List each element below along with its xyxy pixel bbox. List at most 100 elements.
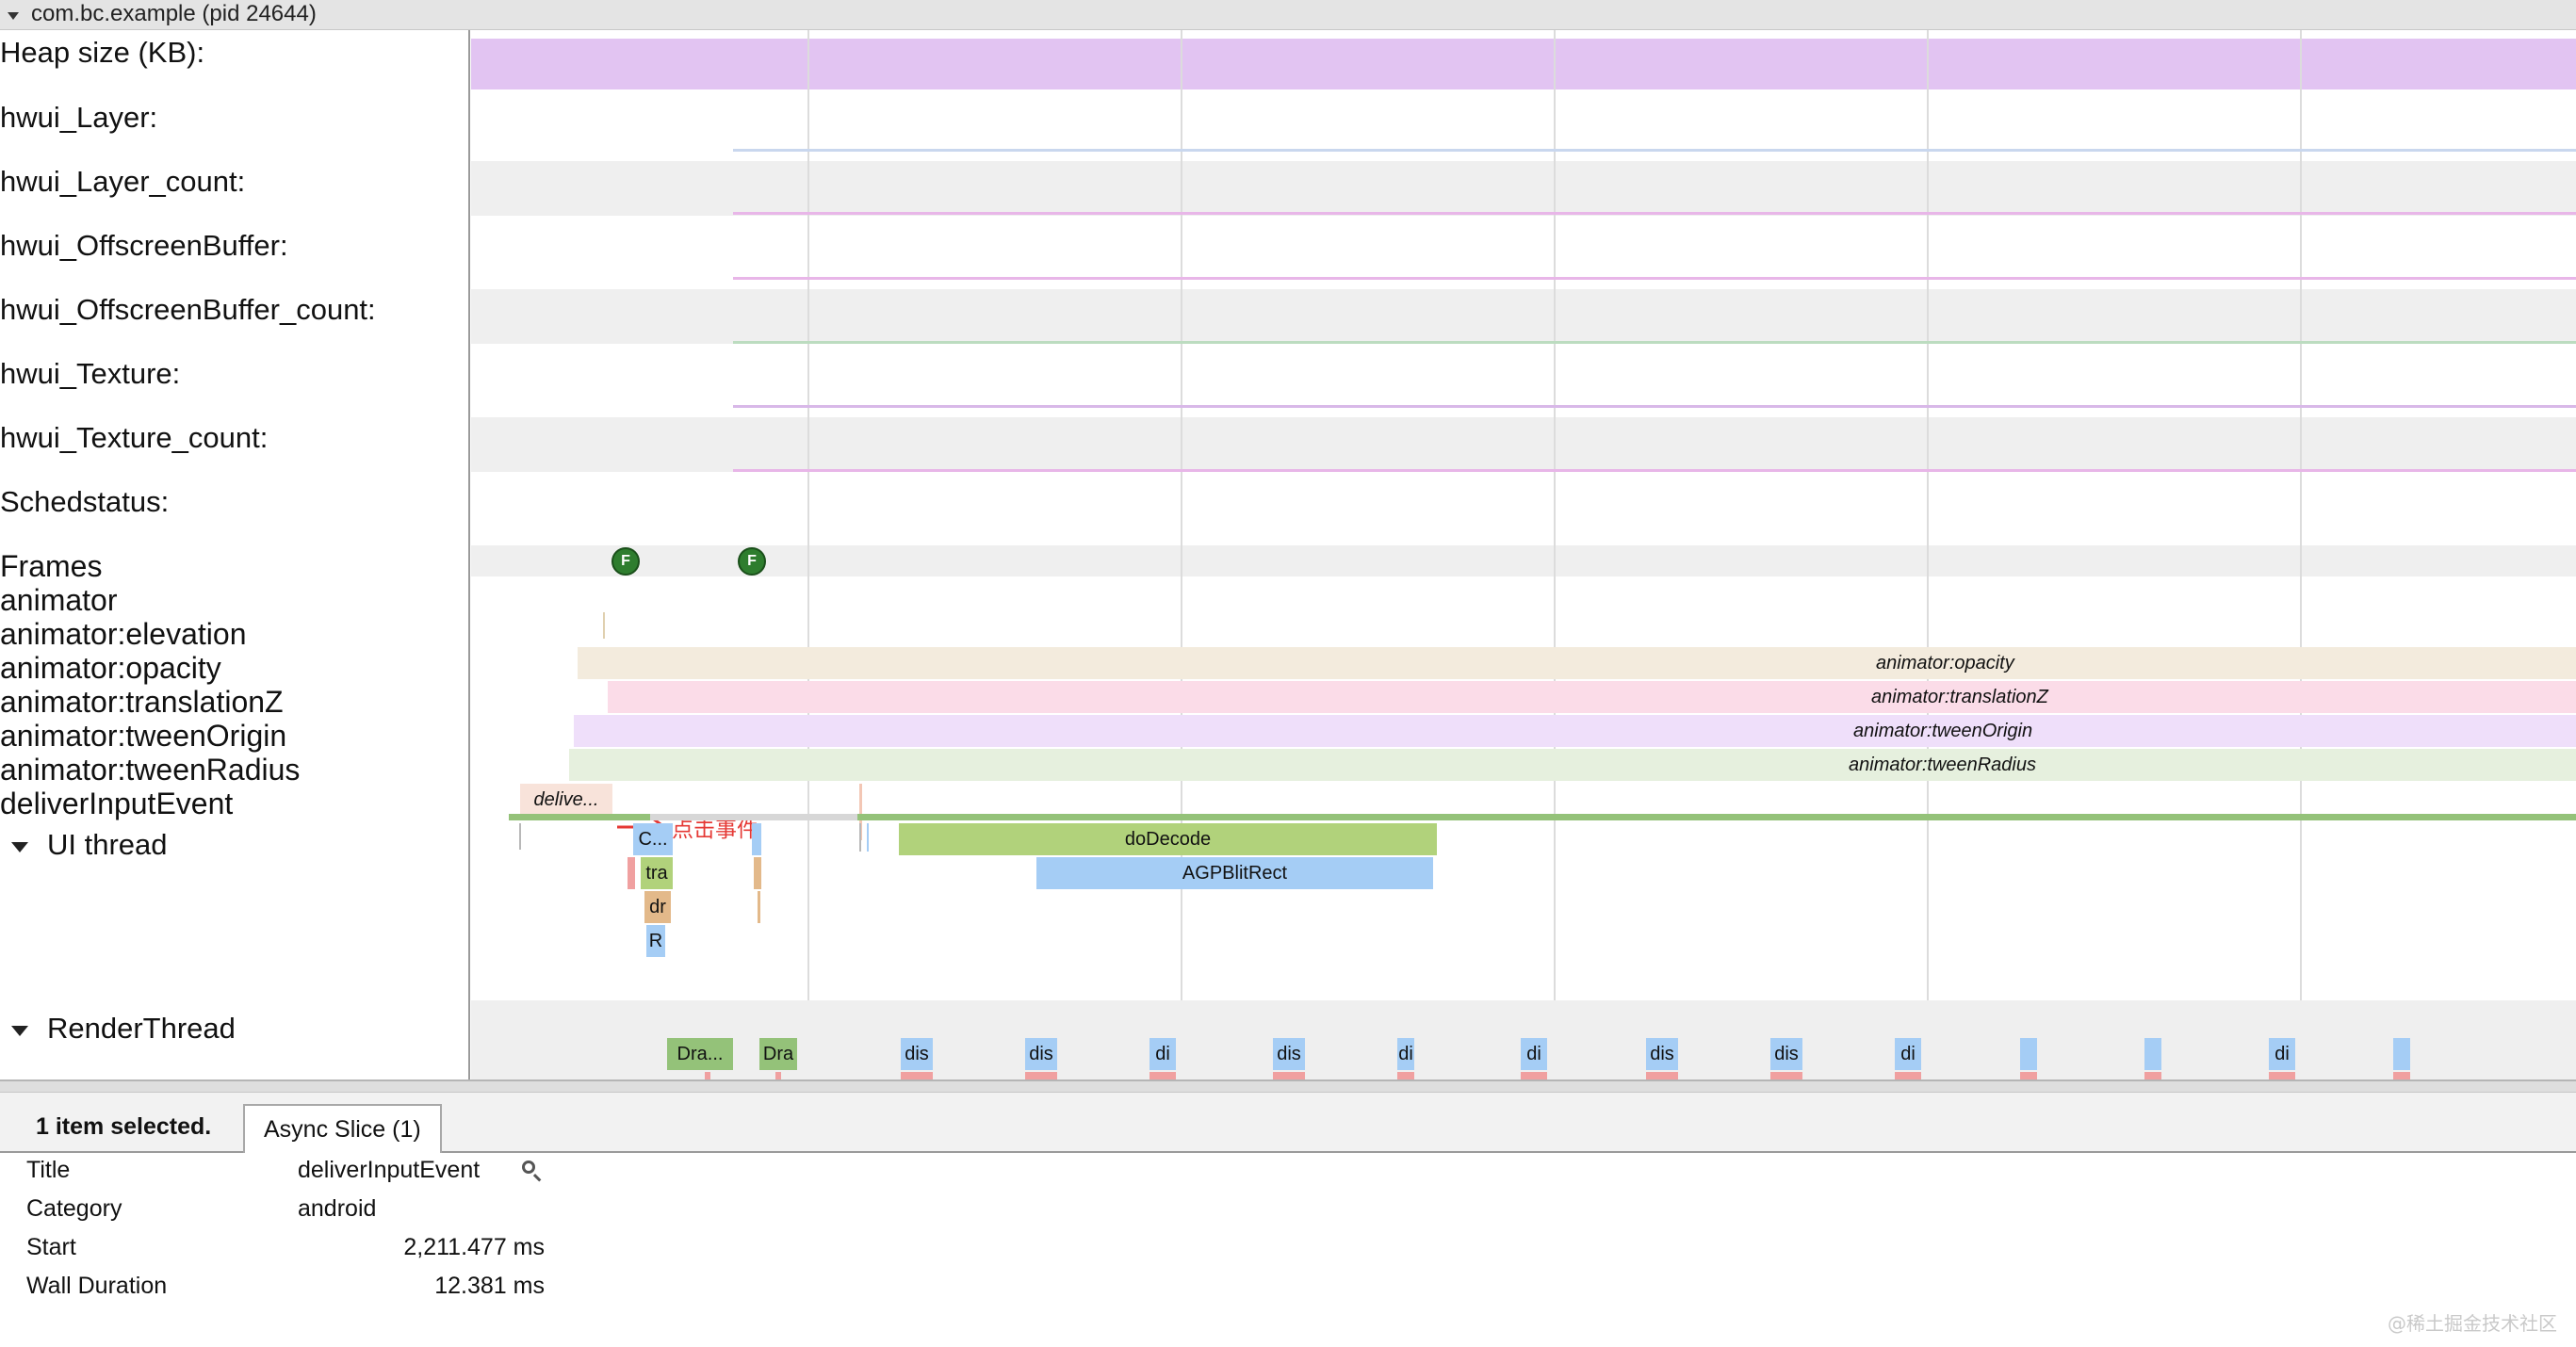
track-label-hwui-offscreen-count: hwui_OffscreenBuffer_count: — [0, 293, 376, 326]
slice-rt-dispatch[interactable] — [2144, 1038, 2161, 1070]
details-panel: Title deliverInputEvent Category android… — [0, 1153, 2576, 1347]
search-icon[interactable] — [522, 1160, 535, 1174]
slice-rt-dispatch[interactable] — [2393, 1038, 2410, 1070]
slice-rt-dispatch[interactable]: dis — [1273, 1038, 1305, 1070]
slice-ui-traversal[interactable]: tra — [641, 857, 673, 889]
ui-thread-small-slice[interactable] — [628, 857, 635, 889]
ui-thread-running-segment[interactable] — [509, 814, 650, 820]
frame-marker[interactable]: F — [611, 547, 640, 576]
grid-line — [1554, 30, 1556, 1079]
track-label-animator-tweenorigin: animator:tweenOrigin — [0, 719, 287, 753]
slice-animator-translationz[interactable]: animator:translationZ — [608, 681, 2576, 713]
hwui-offscreen-count-band — [471, 289, 2576, 344]
ui-thread-small-slice[interactable] — [519, 823, 521, 850]
tab-async-slice[interactable]: Async Slice (1) — [243, 1104, 442, 1155]
track-label-frames: Frames — [0, 549, 103, 583]
slice-rt-prepare[interactable] — [2020, 1072, 2037, 1079]
slice-rt-prepare[interactable]: pre — [1273, 1072, 1305, 1079]
slice-rt-prepare[interactable] — [2393, 1072, 2410, 1079]
animator-tick[interactable] — [603, 612, 605, 639]
ui-thread-small-slice[interactable] — [867, 823, 869, 852]
slice-ui-draw[interactable]: dr — [644, 891, 671, 923]
slice-rt-prepare[interactable]: pr — [1149, 1072, 1176, 1079]
slice-rt-dispatch[interactable]: di — [1895, 1038, 1921, 1070]
grid-line — [2300, 30, 2302, 1079]
timeline-area[interactable]: F F animator:opacity animator:translatio… — [471, 30, 2576, 1079]
heap-size-band[interactable] — [471, 39, 2576, 89]
collapse-triangle-icon[interactable] — [8, 12, 19, 20]
slice-rt-prepare[interactable]: pr — [901, 1072, 933, 1079]
slice-rt-prepare[interactable]: pre — [1646, 1072, 1678, 1079]
slice-animator-tweenradius[interactable]: animator:tweenRadius — [569, 749, 2576, 781]
slice-rt-draw-frame[interactable]: Dra — [759, 1038, 797, 1070]
slice-animator-translationz-label: animator:translationZ — [1871, 687, 2048, 707]
hwui-texture-count-counter-line[interactable] — [733, 469, 2576, 472]
track-label-animator-translationz: animator:translationZ — [0, 685, 284, 719]
render-thread-expander-icon[interactable] — [11, 1026, 28, 1036]
track-label-render-thread[interactable]: RenderThread — [47, 1012, 236, 1045]
detail-key: Category — [26, 1195, 122, 1222]
slice-rt-dispatch[interactable]: dis — [1025, 1038, 1057, 1070]
slice-rt-prepare[interactable]: pr — [1521, 1072, 1547, 1079]
slice-rt-dispatch[interactable]: dis — [1770, 1038, 1802, 1070]
slice-rt-small[interactable] — [705, 1072, 710, 1079]
slice-rt-dispatch[interactable]: di — [2269, 1038, 2295, 1070]
hwui-layer-count-counter-line[interactable] — [733, 212, 2576, 215]
slice-rt-dispatch[interactable]: di — [1149, 1038, 1176, 1070]
slice-rt-dispatch[interactable]: di — [1521, 1038, 1547, 1070]
slice-rt-prepare[interactable]: pr — [2269, 1072, 2295, 1079]
ui-thread-small-slice[interactable] — [752, 823, 761, 855]
detail-key: Title — [26, 1157, 71, 1183]
track-label-hwui-offscreen: hwui_OffscreenBuffer: — [0, 229, 288, 262]
slice-ui-record[interactable]: R — [646, 925, 665, 957]
process-header[interactable]: com.bc.example (pid 24644) — [0, 0, 2576, 30]
deliver-input-tick[interactable] — [859, 784, 862, 840]
slice-rt-prepare[interactable]: pre — [1770, 1072, 1802, 1079]
slice-rt-prepare[interactable]: pr — [1895, 1072, 1921, 1079]
hwui-texture-counter-line[interactable] — [733, 405, 2576, 408]
ui-thread-running-segment[interactable] — [857, 814, 2576, 820]
ui-thread-small-slice[interactable] — [754, 857, 761, 889]
slice-ui-choreographer[interactable]: C... — [633, 823, 673, 855]
track-label-animator-elevation: animator:elevation — [0, 617, 247, 651]
slice-animator-tweenradius-label: animator:tweenRadius — [1849, 755, 2036, 775]
detail-value: deliverInputEvent — [298, 1157, 481, 1183]
frames-band — [471, 545, 2576, 576]
detail-value: 12.381 ms — [434, 1273, 545, 1299]
track-label-ui-thread[interactable]: UI thread — [47, 828, 168, 861]
slice-animator-opacity[interactable]: animator:opacity — [578, 647, 2576, 679]
track-labels-column: Heap size (KB): hwui_Layer: hwui_Layer_c… — [0, 30, 470, 1079]
hwui-layer-counter-line[interactable] — [733, 149, 2576, 152]
slice-rt-dispatch[interactable]: dis — [1646, 1038, 1678, 1070]
detail-row-start: Start 2,211.477 ms — [0, 1234, 2576, 1272]
slice-rt-dispatch[interactable] — [2020, 1038, 2037, 1070]
ui-thread-small-slice[interactable] — [758, 891, 760, 923]
hwui-offscreen-counter-line[interactable] — [733, 277, 2576, 280]
slice-rt-prepare[interactable]: pre — [1025, 1072, 1057, 1079]
slice-rt-prepare[interactable] — [1397, 1072, 1414, 1079]
grid-line — [1181, 30, 1182, 1079]
slice-rt-draw-frame[interactable]: Dra... — [667, 1038, 733, 1070]
track-label-hwui-layer-count: hwui_Layer_count: — [0, 165, 246, 198]
ui-thread-small-slice[interactable] — [859, 823, 861, 852]
ui-thread-expander-icon[interactable] — [11, 842, 28, 852]
detail-value: android — [298, 1195, 377, 1222]
render-thread-state-bar[interactable] — [471, 1000, 2576, 1006]
slice-do-decode[interactable]: doDecode — [899, 823, 1437, 855]
hwui-offscreen-count-counter-line[interactable] — [733, 341, 2576, 344]
slice-animator-tweenorigin-label: animator:tweenOrigin — [1853, 721, 2033, 741]
track-label-hwui-texture: hwui_Texture: — [0, 357, 181, 390]
panel-splitter[interactable] — [0, 1079, 2576, 1093]
frame-marker[interactable]: F — [738, 547, 766, 576]
slice-rt-dispatch[interactable]: dis — [901, 1038, 933, 1070]
track-label-deliver-input: deliverInputEvent — [0, 787, 234, 820]
selection-count: 1 item selected. — [36, 1113, 212, 1140]
slice-rt-prepare[interactable] — [2144, 1072, 2161, 1079]
slice-agp-blit-rect[interactable]: AGPBlitRect — [1036, 857, 1433, 889]
slice-rt-dispatch[interactable]: di — [1397, 1038, 1414, 1070]
slice-deliver-input-event[interactable]: delive... — [520, 784, 612, 816]
slice-animator-tweenorigin[interactable]: animator:tweenOrigin — [574, 715, 2576, 747]
slice-animator-opacity-label: animator:opacity — [1876, 653, 2014, 674]
track-label-animator: animator — [0, 583, 118, 617]
slice-rt-small[interactable] — [775, 1072, 781, 1079]
